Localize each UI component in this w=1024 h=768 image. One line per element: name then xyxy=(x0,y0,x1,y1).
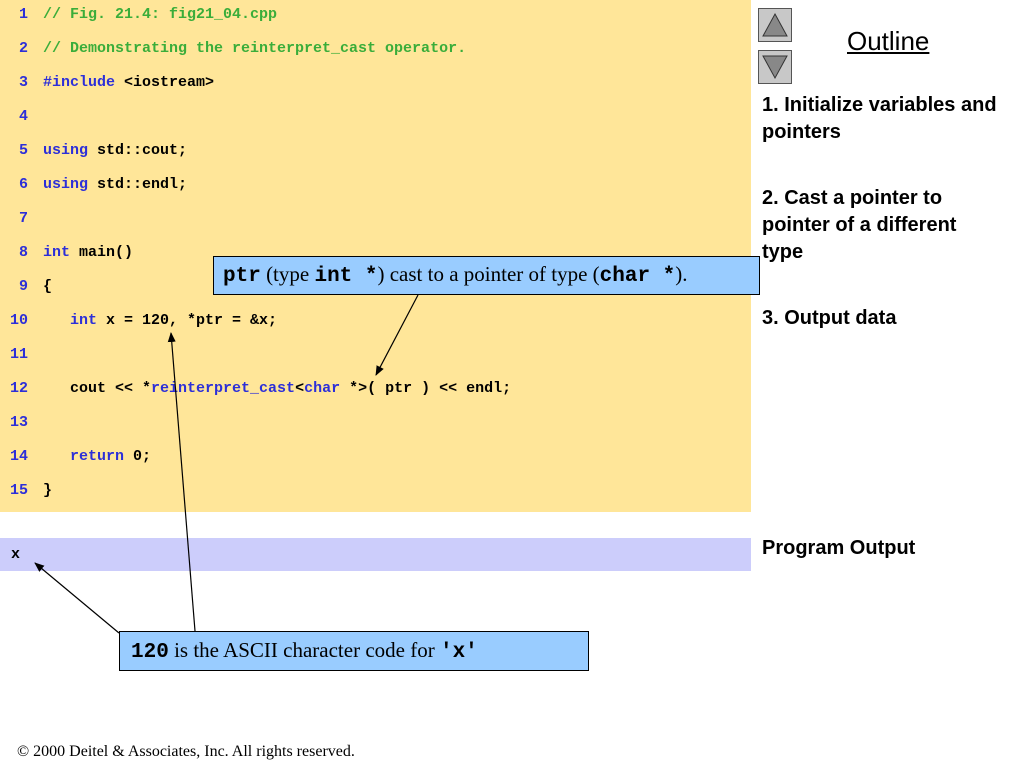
code-text: return 0; xyxy=(43,442,151,472)
code-token: <iostream> xyxy=(115,74,215,91)
previous-slide-button[interactable] xyxy=(758,8,792,42)
code-comment: // Demonstrating the reinterpret_cast op… xyxy=(43,40,467,57)
callout-text-end: ). xyxy=(675,262,688,286)
code-token: std::cout; xyxy=(88,142,188,159)
line-number: 9 xyxy=(18,278,28,295)
code-token: cout << * xyxy=(43,380,152,397)
next-slide-button[interactable] xyxy=(758,50,792,84)
line-number: 10 xyxy=(9,312,28,329)
code-token: { xyxy=(43,278,53,295)
line-number: 15 xyxy=(9,482,28,499)
line-number: 3 xyxy=(18,74,28,91)
arrow-to-output-x xyxy=(34,562,120,634)
code-keyword: char xyxy=(304,380,341,397)
code-comment: // Fig. 21.4: fig21_04.cpp xyxy=(43,6,278,23)
code-keyword: int xyxy=(70,312,98,329)
outline-item-program-output[interactable]: Program Output xyxy=(762,537,916,559)
line-number: 12 xyxy=(9,380,28,397)
outline-item-initialize[interactable]: 1. Initialize variables and pointers xyxy=(762,94,997,143)
line-number: 14 xyxy=(9,448,28,465)
code-token: x = 120, *ptr = &x; xyxy=(97,312,278,329)
copyright-text: © 2000 Deitel & Associates, Inc. All rig… xyxy=(17,743,355,760)
code-text: int x = 120, *ptr = &x; xyxy=(43,306,277,336)
code-text: // Demonstrating the reinterpret_cast op… xyxy=(43,34,466,64)
code-text: using std::endl; xyxy=(43,170,187,200)
line-number: 13 xyxy=(9,414,28,431)
line-number: 5 xyxy=(18,142,28,159)
code-text: { xyxy=(43,272,52,302)
code-keyword: int xyxy=(43,244,71,261)
code-keyword: using xyxy=(43,176,89,193)
callout-x-char-code: 'x' xyxy=(439,641,478,664)
program-output-text: x xyxy=(11,546,21,563)
callout-char-ptr-code: char * xyxy=(599,265,676,288)
line-number: 4 xyxy=(18,108,28,125)
triangle-up-icon xyxy=(762,12,788,37)
callout-int-ptr-code: int * xyxy=(314,265,378,288)
outline-link[interactable]: Outline xyxy=(847,26,930,56)
callout-text-type: (type xyxy=(260,262,315,286)
program-output-panel: x xyxy=(0,538,751,571)
callout-text-cast: ) cast to a pointer of type ( xyxy=(377,262,600,286)
arrow-to-reinterpret-cast xyxy=(375,294,419,376)
outline-item-output[interactable]: 3. Output data xyxy=(762,307,897,329)
ascii-callout: 120 is the ASCII character code for 'x' xyxy=(119,631,589,671)
code-token: main() xyxy=(70,244,134,261)
callout-ptr-code: ptr xyxy=(223,265,261,288)
code-keyword: reinterpret_cast xyxy=(151,380,296,397)
code-text: int main() xyxy=(43,238,133,268)
code-token: } xyxy=(43,482,53,499)
cast-callout: ptr (type int *) cast to a pointer of ty… xyxy=(213,256,760,295)
code-keyword: using xyxy=(43,142,89,159)
line-number: 2 xyxy=(18,40,28,57)
code-token: std::endl; xyxy=(88,176,188,193)
callout-ascii-text: is the ASCII character code for xyxy=(168,638,440,662)
line-number: 1 xyxy=(18,6,28,23)
line-number: 6 xyxy=(18,176,28,193)
callout-120-code: 120 xyxy=(131,641,169,664)
code-token: 0; xyxy=(124,448,152,465)
code-keyword: return xyxy=(70,448,125,465)
code-token: *>( ptr ) << endl; xyxy=(340,380,512,397)
outline-item-cast[interactable]: 2. Cast a pointer to pointer of a differ… xyxy=(762,187,957,263)
code-text: using std::cout; xyxy=(43,136,187,166)
code-keyword: #include xyxy=(43,74,116,91)
code-token: < xyxy=(295,380,305,397)
line-number: 11 xyxy=(9,346,28,363)
line-number: 8 xyxy=(18,244,28,261)
triangle-down-icon xyxy=(762,55,788,80)
line-number: 7 xyxy=(18,210,28,227)
code-text: #include <iostream> xyxy=(43,68,214,98)
code-text: cout << *reinterpret_cast<char *>( ptr )… xyxy=(43,374,511,404)
arrow-to-value-120 xyxy=(167,332,196,632)
code-text: // Fig. 21.4: fig21_04.cpp xyxy=(43,0,277,30)
code-text: } xyxy=(43,476,52,506)
